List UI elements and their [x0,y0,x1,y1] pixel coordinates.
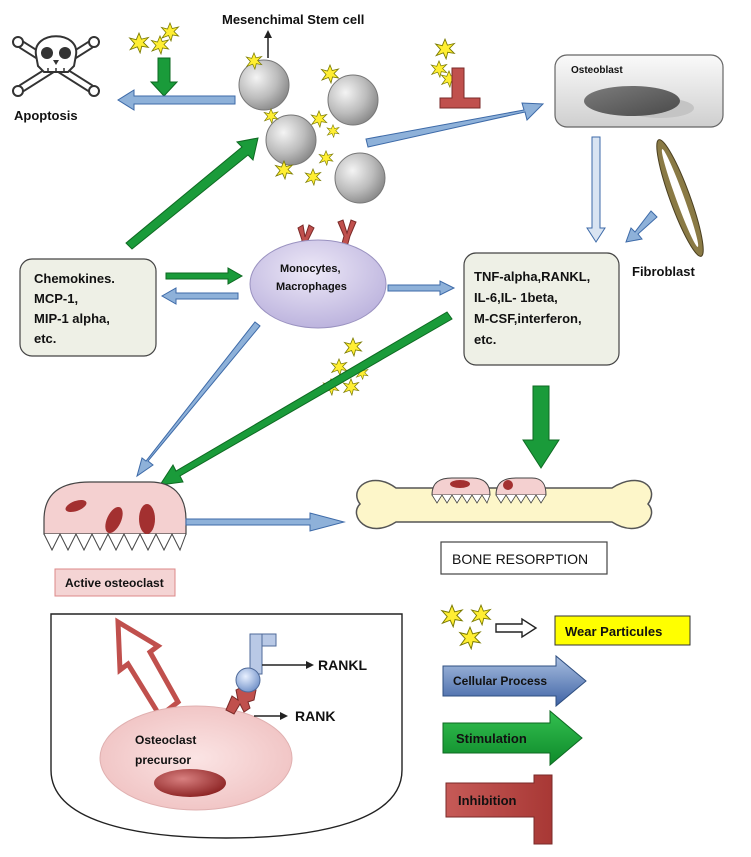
monocytes-label-2: Macrophages [276,281,347,293]
chemokines-box [19,258,157,357]
svg-text:etc.: etc. [474,332,496,347]
arrow-chemokines-to-monocytes [165,267,244,285]
stimulation-arrow-down [149,57,179,97]
legend-wear-label: Wear Particules [565,624,662,639]
rankl-label: RANKL [318,657,367,673]
cytokines-box [463,252,620,366]
inhibition-arrow-top [439,67,481,109]
arrow-osteoclast-to-bone [185,512,346,532]
legend-inhibition-label: Inhibition [458,793,517,808]
stimulation-arrow-to-bone [522,385,560,469]
wear-particles-top-left [129,22,179,55]
legend-cellular-process-label: Cellular Process [453,674,547,688]
svg-text:MIP-1 alpha,: MIP-1 alpha, [34,311,110,326]
hollow-red-arrow [115,617,182,720]
arrow-monocytes-to-osteoclast [136,321,261,478]
arrow-monocytes-to-chemokines [160,287,239,305]
legend-stimulation-arrow [442,709,583,767]
bone-shape [355,479,653,530]
legend-wear-particles-icon [441,604,491,650]
active-osteoclast-label: Active osteoclast [65,576,164,590]
monocytes-cell [249,239,387,329]
legend-cellular-process-arrow [442,654,587,708]
rankl-ligand-icon [235,633,277,693]
precursor-label-1: Osteoclast [135,733,196,747]
osteoblast-label: Osteoblast [571,65,623,76]
legend-wear-box [554,615,691,646]
active-osteoclast-label-box [54,568,176,597]
svg-text:etc.: etc. [34,331,56,346]
osteoblast-cell [554,54,724,128]
svg-text:TNF-alpha,RANKL,: TNF-alpha,RANKL, [474,269,590,284]
arrow-msc-to-apoptosis [117,89,236,111]
arrow-fibroblast-to-cytokines [625,210,658,243]
msc-title: Mesenchimal Stem cell [222,12,364,27]
stimulation-arrow-to-msc [125,137,259,250]
precursor-nucleus [154,769,226,797]
legend-wear-arrow [495,617,538,639]
arrow-osteoblast-to-cytokines [586,136,606,243]
legend-inhibition-shape [445,774,553,845]
precursor-label-2: precursor [135,753,191,767]
legend-stimulation-label: Stimulation [456,731,527,746]
bone-osteoclasts [431,477,547,504]
fibroblast-cell [656,139,704,257]
bone-resorption-label: BONE RESORPTION [452,551,588,567]
cytokines-text: TNF-alpha,RANKL, IL-6,IL- 1beta, M-CSF,i… [474,269,590,347]
fibroblast-label: Fibroblast [632,264,696,279]
osteoclast-precursor-cell [99,705,293,811]
rank-label: RANK [295,708,335,724]
skull-crossbones-icon [12,35,100,97]
bone-resorption-box [440,541,608,575]
svg-text:IL-6,IL- 1beta,: IL-6,IL- 1beta, [474,290,558,305]
stimulation-arrow-to-osteoclast [158,311,453,486]
active-osteoclast-cell [43,481,187,552]
mesenchymal-stem-cells [238,59,386,204]
svg-text:MCP-1,: MCP-1, [34,291,78,306]
svg-text:M-CSF,interferon,: M-CSF,interferon, [474,311,582,326]
arrow-monocytes-to-cytokines [387,280,456,296]
apoptosis-label: Apoptosis [14,108,78,123]
chemokines-text: Chemokines. MCP-1, MIP-1 alpha, etc. [34,271,115,346]
monocytes-label-1: Monocytes, [280,263,341,275]
svg-text:Chemokines.: Chemokines. [34,271,115,286]
